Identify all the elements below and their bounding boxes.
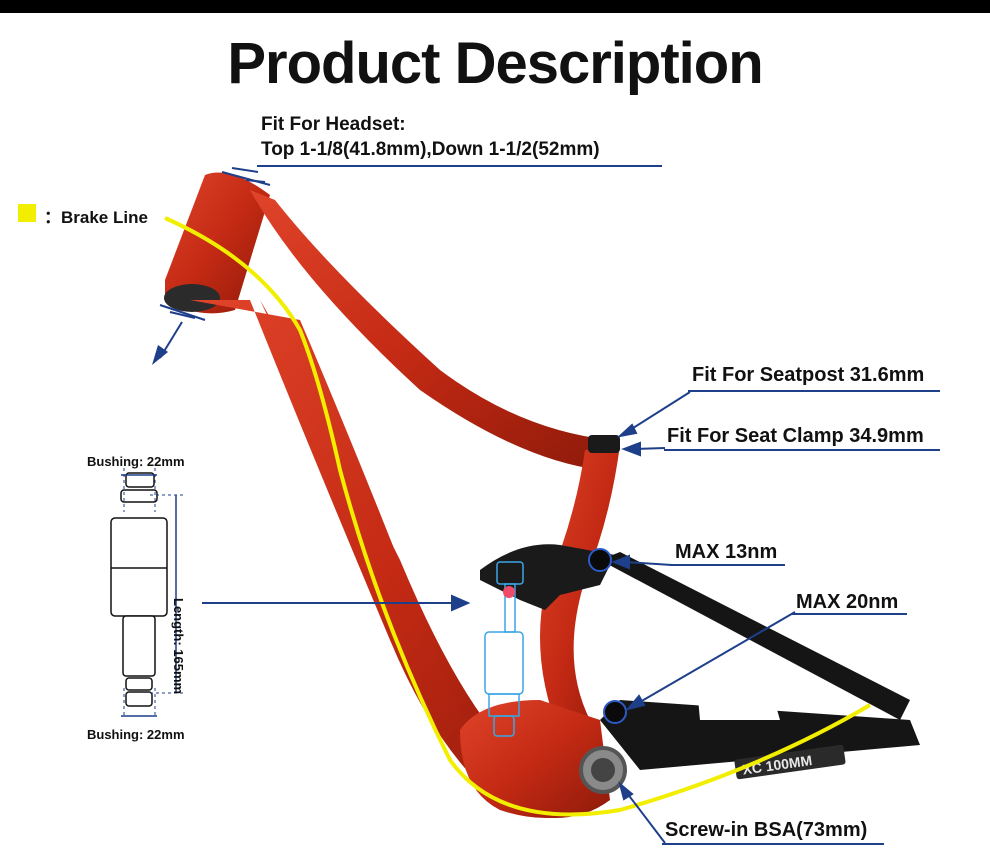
page-title: Product Description bbox=[227, 31, 763, 96]
chain-stay bbox=[600, 700, 920, 770]
bushing-bottom-label: Bushing: 22mm bbox=[87, 727, 185, 742]
headset-arrow-bottom bbox=[159, 304, 206, 359]
seatpost-callout: Fit For Seatpost 31.6mm bbox=[692, 364, 925, 386]
head-tube bbox=[164, 172, 270, 314]
max13-underline bbox=[670, 564, 785, 566]
headset-spec: Top 1-1/8(41.8mm),Down 1-1/2(52mm) bbox=[261, 139, 600, 160]
seat-clamp-callout: Fit For Seat Clamp 34.9mm bbox=[667, 425, 924, 447]
max13-callout: MAX 13nm bbox=[675, 541, 778, 563]
max20-callout: MAX 20nm bbox=[796, 591, 899, 613]
bottom-bracket-underline bbox=[662, 843, 884, 845]
brake-line bbox=[164, 216, 872, 817]
seatpost-collar bbox=[588, 435, 620, 453]
top-bar bbox=[0, 0, 990, 13]
top-tube bbox=[250, 190, 610, 470]
shock-length-label: Length: 165mm bbox=[171, 598, 186, 695]
headset-arrow-top bbox=[221, 167, 271, 186]
bottom-bracket-callout: Screw-in BSA(73mm) bbox=[665, 819, 868, 841]
max20-underline bbox=[792, 613, 907, 615]
bushing-top-label: Bushing: 22mm bbox=[87, 454, 185, 469]
pivot-13nm bbox=[588, 548, 612, 572]
brake-line-label: ：Brake Line bbox=[44, 208, 148, 227]
seat-clamp-underline bbox=[664, 449, 940, 451]
seatpost-underline bbox=[688, 390, 940, 392]
shock-diagram bbox=[110, 472, 168, 707]
brake-line-swatch bbox=[18, 204, 36, 222]
headset-underline bbox=[257, 165, 662, 167]
pivot-20nm bbox=[603, 700, 627, 724]
shock-wireframe bbox=[484, 561, 524, 737]
headset-label: Fit For Headset: bbox=[261, 114, 406, 135]
xc-decal-bg bbox=[734, 744, 846, 780]
